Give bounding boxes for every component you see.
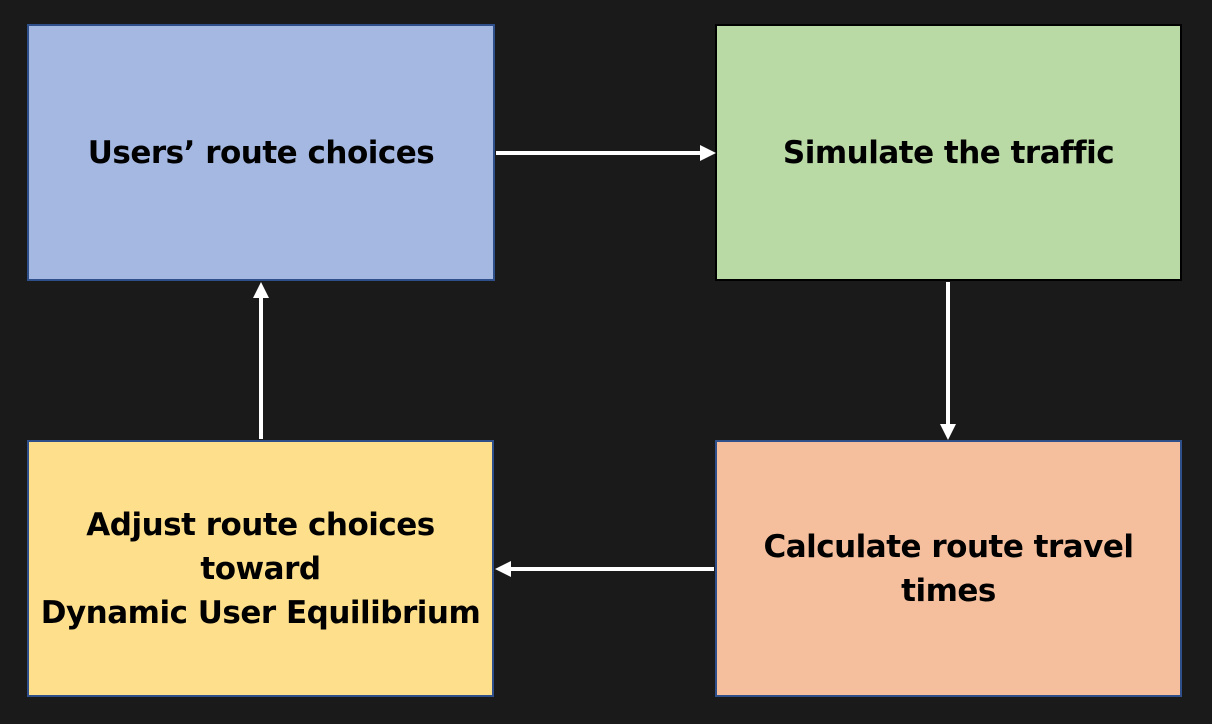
node-label: Adjust route choices toward Dynamic User… (40, 506, 481, 631)
node-label: Calculate route travel times (763, 528, 1134, 609)
node-label: Simulate the traffic (782, 134, 1115, 171)
node-calculate-travel-times: Calculate route travel times (715, 440, 1182, 697)
node-adjust-route-choices: Adjust route choices toward Dynamic User… (27, 440, 494, 697)
arrow-calc-to-adjust (495, 561, 714, 577)
node-simulate-traffic: Simulate the traffic (715, 24, 1182, 281)
node-label: Users’ route choices (87, 134, 435, 171)
arrow-routes-to-simulate (496, 145, 716, 161)
arrow-adjust-to-routes (253, 282, 269, 439)
node-users-route-choices: Users’ route choices (27, 24, 495, 281)
arrow-simulate-to-calc (940, 282, 956, 440)
